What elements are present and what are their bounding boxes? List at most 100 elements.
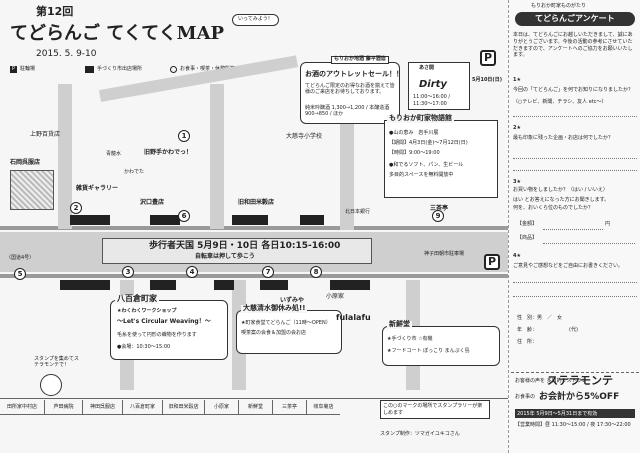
asa-desc: 11:00〜16:00 / 11:30〜17:00 [413, 94, 451, 107]
stamp-cell: 岐阜菊店 [306, 400, 340, 414]
craft-stall [232, 215, 268, 225]
side-street [58, 84, 72, 229]
coupon-shop: ステラモンテ [547, 374, 613, 387]
craft-stall [150, 280, 176, 290]
road-edge [0, 274, 508, 278]
page-title: てどらんご てくてくMAP [10, 23, 225, 44]
yaoya-desc: 毛糸を使って円形の織物を作ります [117, 332, 197, 338]
legend-label: お食事・喫茶・休憩所等 [180, 66, 236, 72]
map-area: 第12回 てどらんご てくてくMAP 2015. 5. 9-10 いってみよう！… [0, 5, 508, 450]
food-icon [170, 66, 177, 73]
craft-stall [70, 215, 110, 225]
stamp-instruction: この○のマークの場所でスタンプラリーが楽しめます [380, 400, 490, 419]
address-field[interactable]: 住 所： [517, 339, 538, 345]
stamp-caption: スタンプ制作：ツマガイユキコさん [380, 431, 460, 437]
stamp-cell: 芦田病院 [44, 400, 82, 414]
coupon-promo: お会計から5%OFF [539, 392, 620, 402]
yaoya-note: ●会場：10:30〜15:00 [117, 344, 171, 350]
q4-number: 4★ [513, 253, 521, 259]
answer-line[interactable] [513, 282, 637, 283]
kyuhinotei-label: 旧野手かわでっ！ [144, 149, 193, 156]
morioka-hall-box: もりおか町家物語館 ●山の恵み 岩手川展 【期間】4月3日(金)〜7月12日(日… [384, 114, 498, 198]
age-unit: (代) [569, 327, 578, 333]
pedestrian-banner: 歩行者天国 5月9日・10日 各日10:15-16:00 自転車は押して歩こう [102, 238, 372, 264]
stamp-point-7[interactable]: 7 [262, 266, 274, 278]
event-date: 2015. 5. 9-10 [36, 49, 97, 59]
national-road-label: 〈国道4号〉 [6, 255, 35, 261]
q1-number: 1★ [513, 77, 521, 83]
stamp-cell: 小原家 [204, 400, 238, 414]
banner-main: 歩行者天国 5月9日・10日 各日10:15-16:00 [149, 241, 341, 251]
product-input[interactable] [543, 243, 635, 244]
q1-text: 今回の「てどらんご」を何でお知りになりましたか？ [513, 87, 634, 93]
gallery-label: 雑貨ギャラリー [76, 185, 119, 192]
ishioka-building [10, 170, 54, 210]
age-field[interactable]: 年 齢： [517, 327, 538, 333]
q3b-text: はい とお答えになった方にお聞きします。 [513, 197, 610, 203]
parking-icon: P [480, 50, 496, 66]
side-street [340, 90, 354, 230]
coupon-hours: 【営業時間】昼 11:30〜15:00 / 夜 17:30〜22:00 [515, 422, 631, 428]
stamp-point-9[interactable]: 9 [432, 210, 444, 222]
survey-intro: 本日は、てどらんごにお越しいただきまして、誠にありがとうございます。今後の活動の… [513, 32, 633, 59]
morioka-line: ●山の恵み 岩手川展 [389, 130, 439, 136]
outlet-items: 純米吟醸酒 1,300→1,200 / 本醸造酒 900→850 / ほか [305, 105, 390, 117]
oshimizu-line: 喫茶案の会食＆加盟の会お店 [241, 330, 307, 336]
morioka-line: ●和でるソフト、パン、生ビール [389, 162, 464, 168]
coupon-validity: 2015年 5月9日〜5月31日まで有効 [515, 409, 635, 418]
outlet-shop: もりおか地酒 藤平酒造 [331, 56, 389, 64]
outlet-sale-box: もりおか地酒 藤平酒造 お酒のアウトレットセール！！ てどらんご限定のお得なお酒… [300, 56, 403, 124]
ishioka-label: 石岡呉服店 [10, 159, 41, 166]
survey-header-small: もりおか町家ものがたり [531, 3, 587, 9]
asa-info-box: あさ開 Dirty 11:00〜16:00 / 11:30〜17:00 [408, 62, 470, 110]
amount-label: 【金額】 [517, 221, 538, 227]
stamp-point-4[interactable]: 4 [186, 266, 198, 278]
speech-bubble: いってみよう！ [232, 14, 279, 26]
stamp-point-5[interactable]: 5 [14, 268, 26, 280]
answer-line[interactable] [513, 296, 637, 297]
road-edge [0, 226, 508, 230]
survey-title-bar: てどらんごアンケート [515, 12, 635, 26]
morioka-line: 【時間】9:00〜19:00 [389, 150, 440, 156]
answer-line[interactable] [513, 158, 637, 159]
parking-label: 神子田朝市駐車場 [424, 251, 465, 257]
yaoya-title: 八百倉町家 [115, 294, 159, 304]
fulalafu-label: fulalafu [336, 313, 371, 322]
q2-number: 2★ [513, 125, 521, 131]
morioka-title: もりおか町家物語館 [387, 114, 454, 123]
survey-panel: もりおか町家ものがたり てどらんごアンケート 本日は、てどらんごにお越しいただき… [508, 0, 640, 453]
stamp-hint: スタンプを集めてステラモンテで！ [34, 356, 79, 368]
stamp-point-2[interactable]: 2 [70, 202, 82, 214]
amount-input[interactable] [543, 229, 603, 230]
q4-text: ご意見やご感想などをご自由にお書きください。 [513, 263, 624, 269]
stamp-cell: 八百倉町家 [122, 400, 162, 414]
parking-icon: P [484, 254, 500, 270]
q3-number: 3★ [513, 179, 521, 185]
kawadeta-label: かわでた [124, 169, 145, 175]
shinseido-title: 新鮮堂 [387, 320, 412, 329]
stamp-point-3[interactable]: 3 [122, 266, 134, 278]
coupon-small: お客様の声を 多目的ミストラン [515, 378, 587, 384]
izumiya-label: いずみや [280, 297, 305, 304]
sex-field[interactable]: 性 別：男 ／ 女 [517, 315, 563, 321]
asa-hours: 5月10日(日) [472, 77, 503, 83]
stamp-point-8[interactable]: 8 [310, 266, 322, 278]
oshimizu-line: ★町家食堂てどらんご（11時〜OPEN） [241, 320, 331, 326]
outlet-body: てどらんご限定のお得なお酒を揃えて皆様のご来店をお待ちしております。 [305, 83, 395, 95]
stamp-cell: 三茶亭 [272, 400, 306, 414]
stamp-boxes [0, 414, 340, 450]
answer-line[interactable] [513, 116, 637, 117]
stamp-cell: 旧和田米穀店 [162, 400, 204, 414]
stamp-point-6[interactable]: 6 [178, 210, 190, 222]
legend-label: 駐輪場 [20, 66, 36, 72]
bank-label: 北日本銀行 [345, 209, 371, 215]
product-label: 【商品】 [517, 235, 538, 241]
morioka-line: 多目的スペースを無料開放中 [389, 172, 454, 178]
stamp-point-1[interactable]: 1 [178, 130, 190, 142]
shinseido-line: ★手づくり市 ☆有機 [387, 336, 433, 342]
yen-label: 円 [605, 221, 611, 227]
q3c-text: 何を、おいくら位のものでしたか？ [513, 205, 594, 211]
answer-line[interactable] [513, 170, 637, 171]
bottom-divider [0, 398, 508, 399]
asa-brand: Dirty [419, 79, 447, 90]
